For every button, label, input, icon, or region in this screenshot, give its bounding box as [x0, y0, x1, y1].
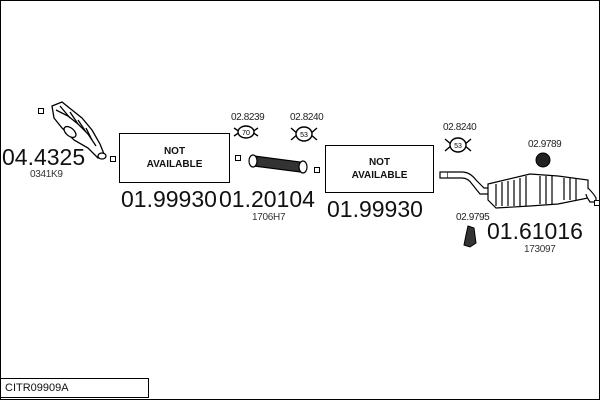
connector-marker: [594, 200, 600, 206]
not-available-line2: AVAILABLE: [146, 159, 203, 170]
not-available-line1: NOT: [163, 146, 186, 157]
rubber-mount-icon: [535, 152, 551, 168]
bracket-icon: [463, 225, 477, 248]
not-available-box: NOT AVAILABLE: [325, 145, 434, 193]
connector-marker: [38, 108, 44, 114]
diagram-code-label: CITR09909A: [0, 378, 149, 398]
not-available-line1: NOT: [368, 157, 391, 168]
clamp-icon: 53: [444, 137, 472, 153]
clamp-size: 53: [300, 132, 308, 139]
part-number: 01.99930: [327, 196, 423, 222]
part-number: 01.20104: [219, 186, 315, 212]
part-ref: 0341K9: [30, 169, 63, 180]
part-number: 01.99930: [121, 186, 217, 212]
clamp-icon: 70: [233, 125, 259, 139]
not-available-box: NOT AVAILABLE: [119, 133, 230, 183]
rear-silencer-icon: [439, 171, 597, 209]
clamp-icon: 53: [290, 126, 318, 142]
part-number: 04.4325: [2, 144, 86, 170]
connector-marker: [110, 156, 116, 162]
part-ref: 1706H7: [252, 212, 286, 223]
connector-marker: [314, 167, 320, 173]
accessory-number: 02.8239: [231, 112, 265, 123]
accessory-number: 02.9789: [528, 139, 562, 150]
part-number: 01.61016: [487, 218, 583, 244]
not-available-line2: AVAILABLE: [351, 170, 408, 181]
clamp-size: 70: [242, 130, 250, 137]
connector-marker: [235, 155, 241, 161]
clamp-size: 53: [454, 143, 462, 150]
accessory-number: 02.8240: [290, 112, 324, 123]
manifold-icon: [51, 101, 107, 160]
flex-pipe-icon: [248, 154, 308, 174]
accessory-number: 02.9795: [456, 212, 490, 223]
part-ref: 173097: [524, 244, 556, 255]
accessory-number: 02.8240: [443, 122, 477, 133]
